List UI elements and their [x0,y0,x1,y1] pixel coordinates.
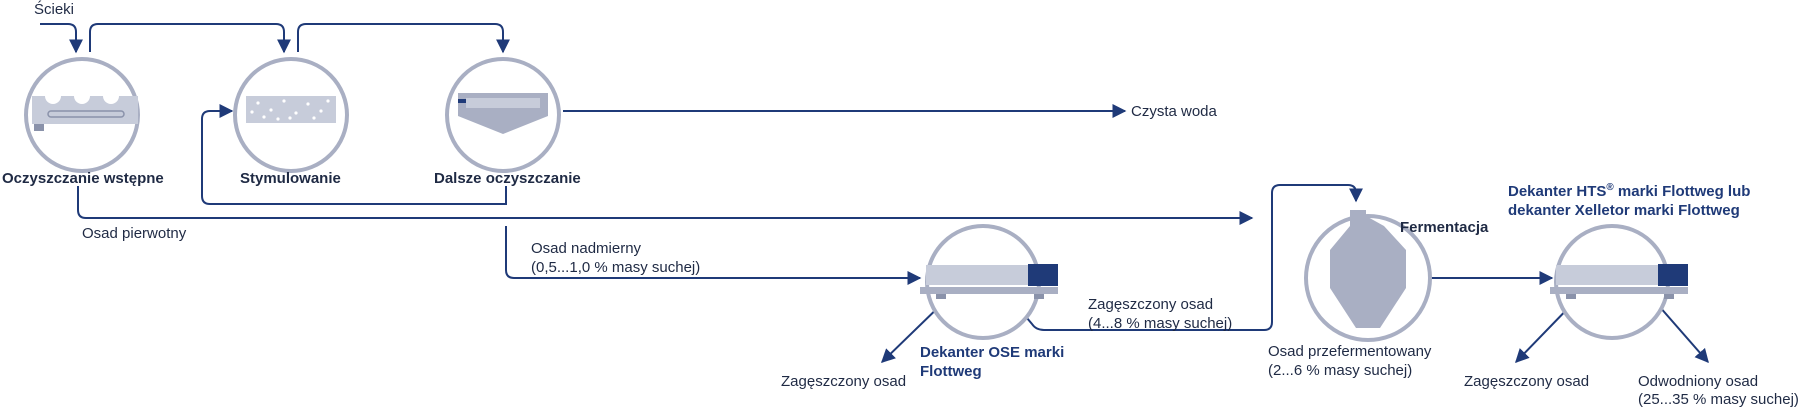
hts-decanter-foot-1 [1566,294,1576,299]
registered-mark: ® [1606,182,1614,193]
further-treatment-label: Dalsze oczyszczanie [434,170,581,187]
input-label: Ścieki [34,0,74,18]
excess-sludge-line [505,226,922,285]
thickened-sludge-label-1: Zagęszczony osad [1088,296,1213,313]
decanter-hts-label-1: Dekanter HTS® marki Flottweg lub [1508,182,1750,200]
dewatered-sludge-label-2: (25...35 % masy suchej) [1638,391,1799,408]
hts-decanter-bowl [1556,265,1660,285]
pretreatment-label: Oczyszczanie wstępne [2,170,164,187]
return-sludge-loop [201,104,507,205]
stimulation-unit [233,57,349,173]
screen-hole-1 [45,88,61,104]
screen-hole-2 [74,88,90,104]
hts-decanter-drive [1658,264,1688,286]
pretreatment-to-stimulation-arrow [89,23,291,54]
aeration-bubbles [250,99,330,121]
dewatered-sludge-label-1: Odwodniony osad [1638,373,1758,390]
decanter-hts-label-2: dekanter Xelletor marki Flottweg [1508,202,1740,219]
ose-decanter-bowl [926,265,1030,285]
decanter-ose-label-1: Dekanter OSE marki [920,344,1064,361]
clarifier-water [466,98,540,108]
digester-tank [1330,210,1406,328]
excess-sludge-label-2: (0,5...1,0 % masy suchej) [531,259,700,276]
ose-decanter-foot-1 [936,294,946,299]
hts-decanter-base [1550,287,1688,294]
stimulation-label: Stymulowanie [240,170,341,187]
thickened-sludge-label-2: (4...8 % masy suchej) [1088,315,1232,332]
ose-decanter-foot-2 [1034,294,1044,299]
input-flow-arrow [40,23,83,54]
fermentation-label: Fermentacja [1400,219,1489,236]
screen-outlet [34,124,44,131]
ose-decanter-base [920,287,1058,294]
ose-decanter-unit [920,224,1058,340]
decanter-ose-label-2: Flottweg [920,363,982,380]
hts-decanter-unit [1550,224,1688,340]
further-treatment-unit [445,57,561,173]
pretreatment-unit [24,57,140,173]
fermented-sludge-label-2: (2...6 % masy suchej) [1268,362,1412,379]
clarifier-outlet [458,99,466,103]
primary-sludge-line [77,186,1254,225]
fermentation-unit [1304,210,1432,342]
clean-water-label: Czysta woda [1131,103,1218,120]
hts-decanter-foot-2 [1664,294,1674,299]
ose-thickened-output-label: Zagęszczony osad [781,373,906,390]
decanter-hts-suffix: marki Flottweg lub [1614,183,1751,200]
screen-hole-3 [103,88,119,104]
fermented-sludge-label-1: Osad przefermentowany [1268,343,1432,360]
primary-sludge-label: Osad pierwotny [82,225,187,242]
stimulation-to-further-arrow [297,23,510,54]
ose-decanter-drive [1028,264,1058,286]
ose-to-fermentation-line [1009,184,1363,331]
excess-sludge-label-1: Osad nadmierny [531,240,642,257]
screen-conveyor [47,110,125,118]
decanter-hts-name: Dekanter HTS [1508,183,1606,200]
hts-thickened-output-label: Zagęszczony osad [1464,373,1589,390]
